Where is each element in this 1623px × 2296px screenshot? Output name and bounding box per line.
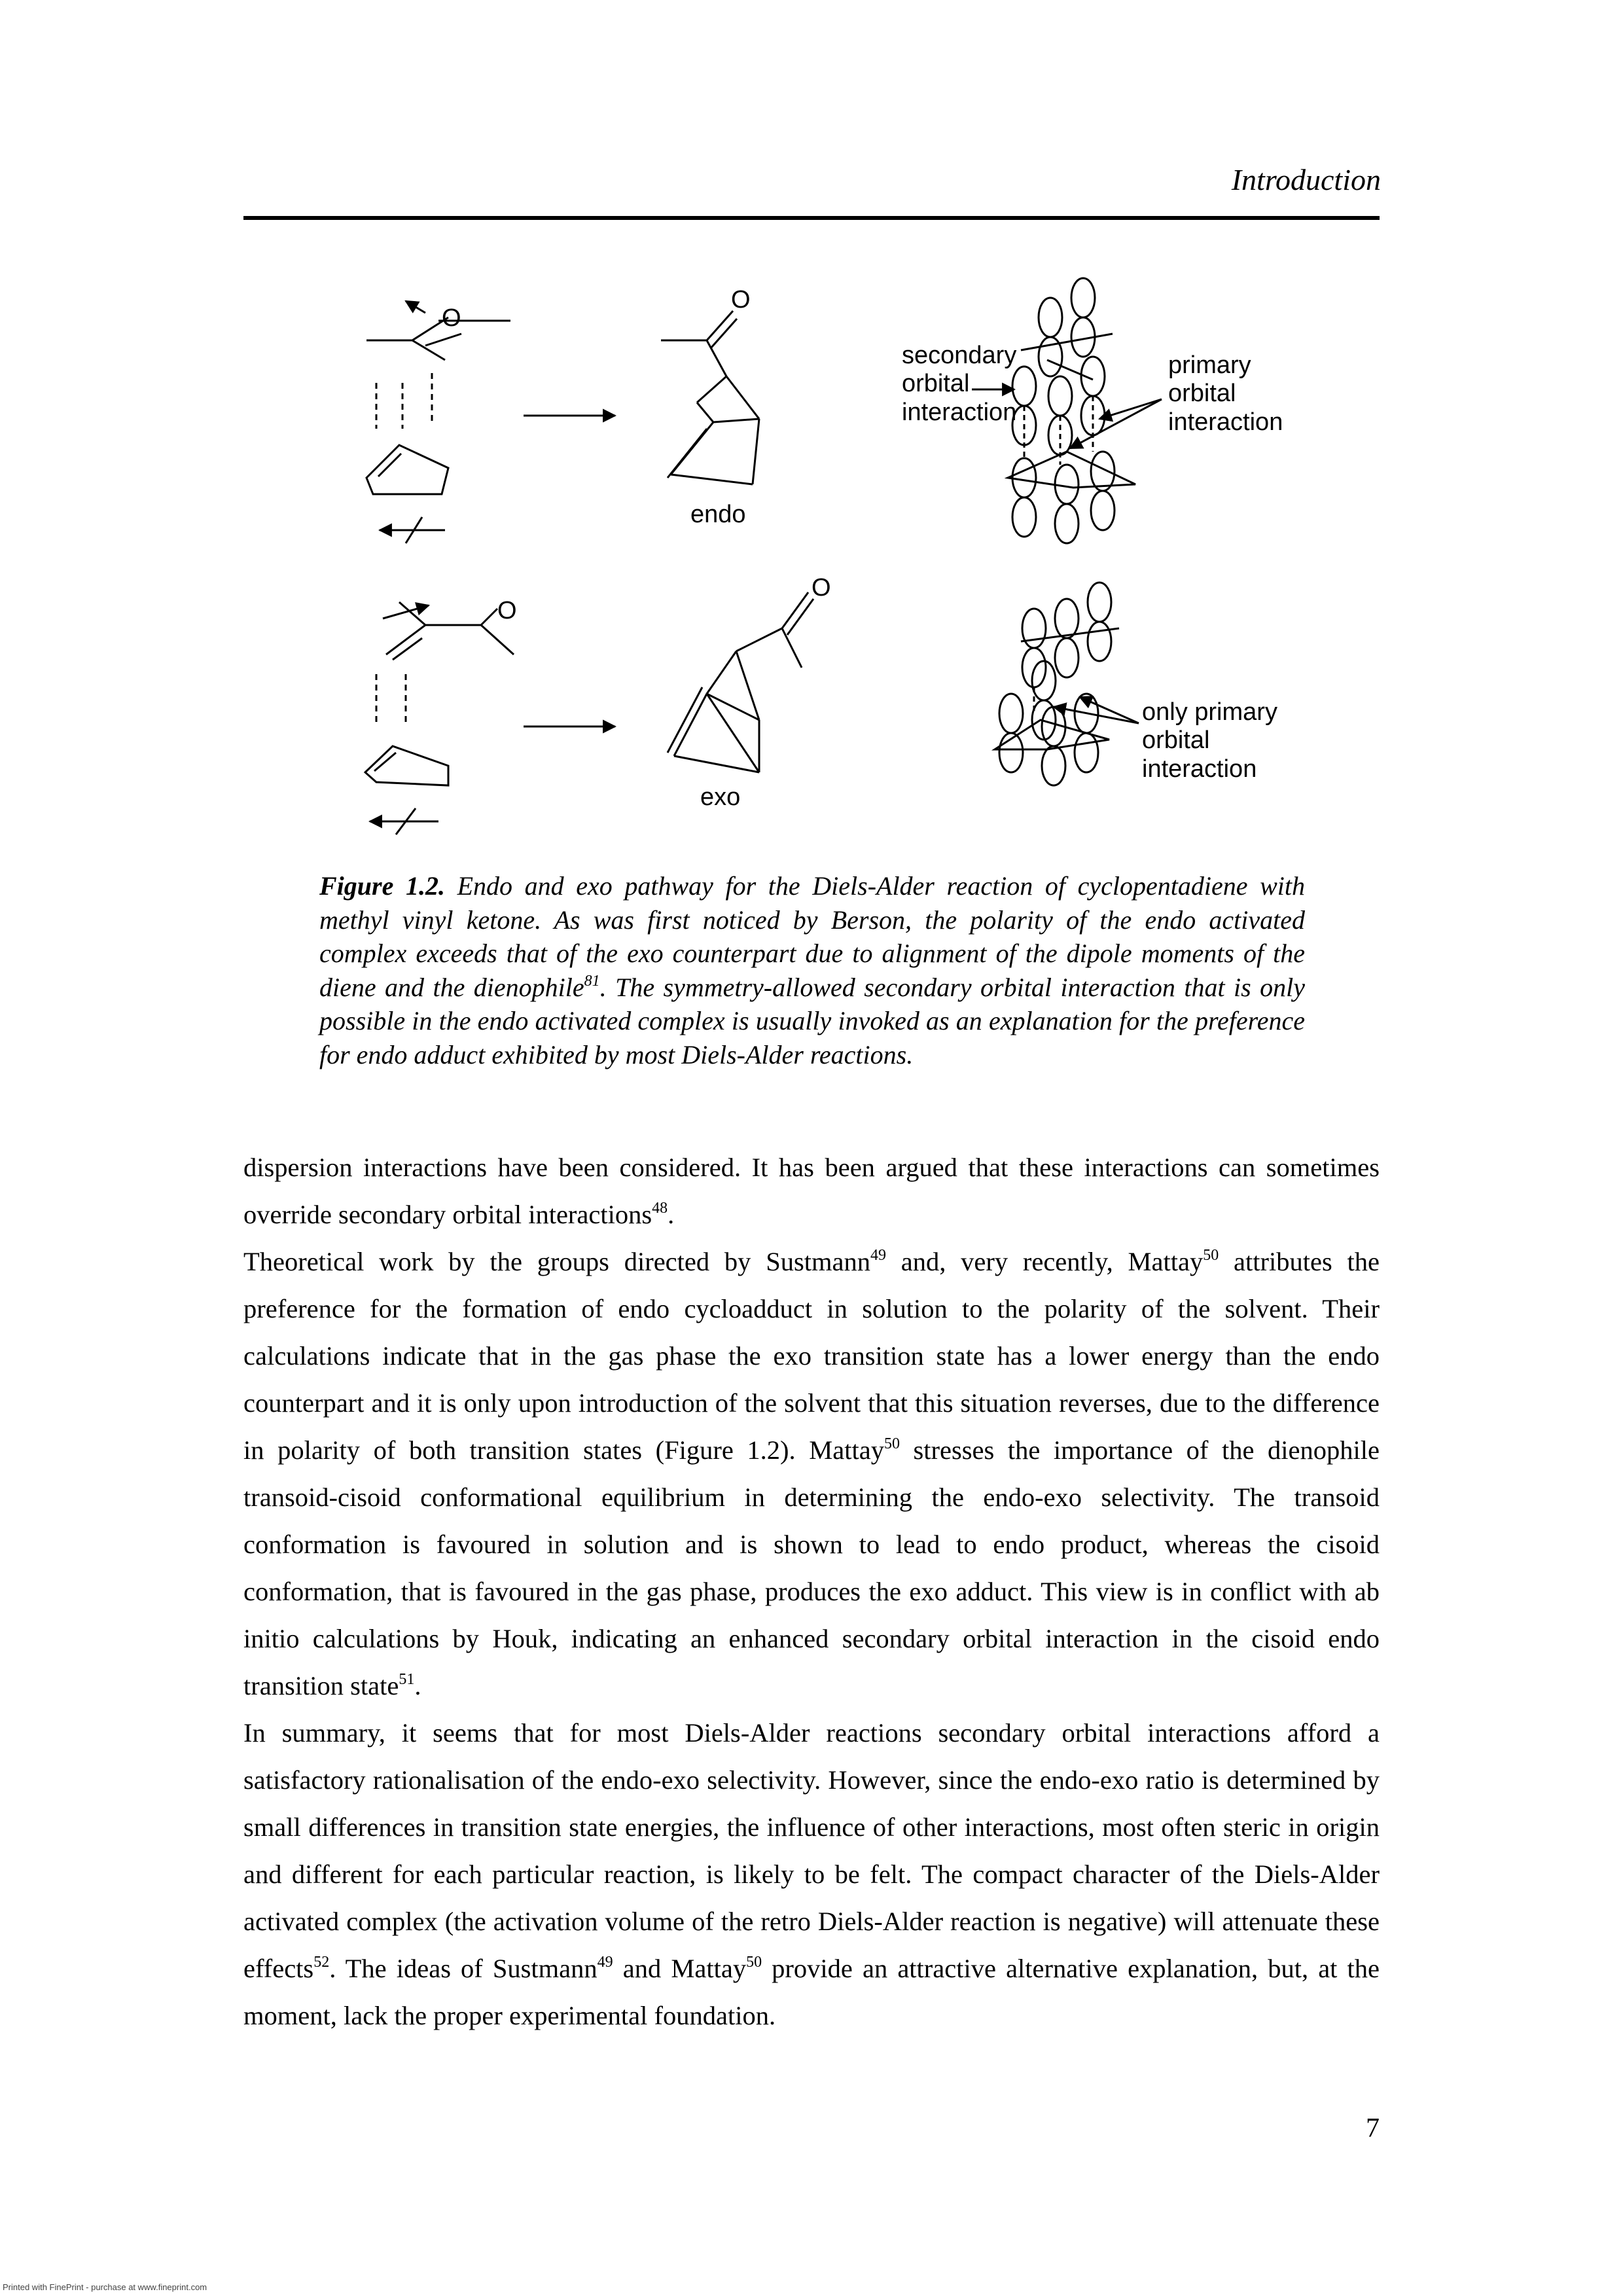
citation-ref: 52 (313, 1954, 330, 1971)
paragraph: Theoretical work by the groups directed … (243, 1238, 1380, 1710)
oxygen-label: O (497, 597, 517, 624)
oxygen-label: O (731, 286, 751, 314)
citation-ref: 48 (652, 1200, 668, 1217)
text-run: provide an attractive alternative explan… (243, 1954, 1380, 2030)
citation-ref: 50 (746, 1954, 762, 1971)
text-run: Theoretical work by the groups directed … (243, 1247, 870, 1276)
primary-label: orbital (1168, 380, 1236, 407)
caption-text: . The symmetry-allowed secondary orbital… (319, 972, 1305, 1069)
caption-text: Endo and exo pathway for the Diels-Alder… (319, 871, 1306, 1002)
caption-label: Figure 1.2. (319, 871, 445, 901)
exo-orbital-diagram (991, 581, 1139, 787)
text-run: attributes the preference for the format… (243, 1247, 1380, 1465)
secondary-label: secondary (902, 342, 1016, 369)
paragraph: In summary, it seems that for most Diels… (243, 1710, 1380, 2039)
citation-ref: 49 (870, 1247, 886, 1264)
text-run: stresses the importance of the dienophil… (243, 1435, 1380, 1700)
exo-reactant-structure (363, 601, 515, 835)
printer-footer-note: Printed with FinePrint - purchase at www… (3, 2282, 207, 2292)
figure-caption: Figure 1.2. Endo and exo pathway for the… (319, 869, 1305, 1071)
text-run: In summary, it seems that for most Diels… (243, 1718, 1380, 1983)
endo-label: endo (690, 501, 746, 528)
only-primary-label: interaction (1142, 755, 1257, 783)
oxygen-label: O (442, 304, 461, 332)
text-run: . (414, 1671, 421, 1700)
page-number: 7 (1366, 2113, 1380, 2144)
only-primary-label: only primary (1142, 698, 1277, 726)
endo-product-structure (661, 310, 760, 486)
citation-ref: 51 (399, 1671, 415, 1688)
text-run: . The ideas of Sustmann (329, 1954, 597, 1983)
text-run: dispersion interactions have been consid… (243, 1153, 1380, 1229)
text-run: and Mattay (613, 1954, 747, 1983)
primary-label: interaction (1168, 408, 1283, 436)
citation-ref: 50 (1203, 1247, 1219, 1264)
header-rule (243, 216, 1380, 220)
exo-product-structure (666, 592, 815, 774)
running-header: Introduction (1231, 163, 1381, 196)
citation-ref: 50 (883, 1435, 900, 1452)
only-primary-label: orbital (1142, 726, 1210, 754)
body-text: dispersion interactions have been consid… (243, 1144, 1380, 2039)
figure-diels-alder: O O O O endo exo secondary orbital inter… (340, 262, 1322, 851)
text-run: and, very recently, Mattay (885, 1247, 1204, 1276)
figure-diagram: O O O O endo exo secondary orbital inter… (363, 277, 1283, 835)
oxygen-label: O (812, 574, 831, 601)
endo-reactant-structure (365, 300, 510, 544)
citation-ref: 81 (584, 972, 600, 990)
endo-orbital-diagram (972, 277, 1162, 545)
primary-label: primary (1168, 351, 1251, 379)
exo-label: exo (700, 783, 740, 811)
text-run: . (668, 1200, 675, 1229)
secondary-label: orbital (902, 370, 970, 397)
citation-ref: 49 (597, 1954, 613, 1971)
secondary-label: interaction (902, 399, 1016, 426)
paragraph: dispersion interactions have been consid… (243, 1144, 1380, 1238)
